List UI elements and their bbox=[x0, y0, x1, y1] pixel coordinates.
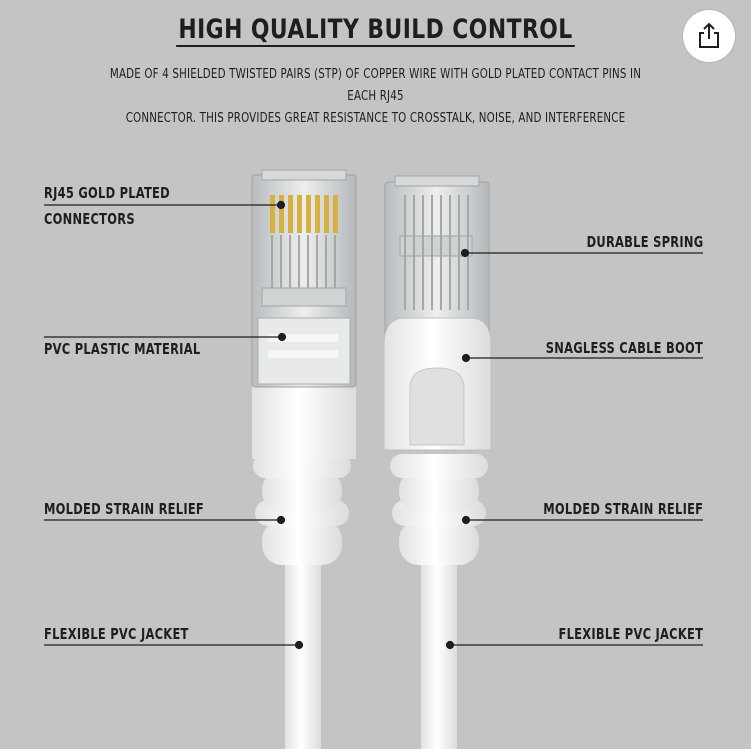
gold-pins bbox=[270, 195, 338, 233]
subtitle-line-1: MADE OF 4 SHIELDED TWISTED PAIRS (STP) O… bbox=[109, 67, 642, 104]
label-durable-spring: DURABLE SPRING bbox=[586, 233, 703, 251]
right-cable bbox=[383, 175, 492, 749]
label-rj45-connectors: RJ45 GOLD PLATED CONNECTORS bbox=[44, 184, 170, 228]
label-pvc-plastic: PVC PLASTIC MATERIAL bbox=[44, 340, 201, 358]
label-jacket-right: FLEXIBLE PVC JACKET bbox=[558, 625, 703, 643]
left-cable bbox=[251, 169, 357, 749]
label-strain-relief-left: MOLDED STRAIN RELIEF bbox=[44, 500, 205, 518]
page-title: HIGH QUALITY BUILD CONTROL bbox=[176, 14, 575, 47]
label-strain-relief-right: MOLDED STRAIN RELIEF bbox=[542, 500, 703, 518]
subtitle: MADE OF 4 SHIELDED TWISTED PAIRS (STP) O… bbox=[98, 64, 653, 130]
label-snagless-boot: SNAGLESS CABLE BOOT bbox=[545, 339, 703, 357]
share-button[interactable] bbox=[683, 10, 735, 62]
share-icon bbox=[699, 22, 719, 48]
label-jacket-left: FLEXIBLE PVC JACKET bbox=[44, 625, 189, 643]
subtitle-line-2: CONNECTOR. THIS PROVIDES GREAT RESISTANC… bbox=[125, 111, 626, 126]
